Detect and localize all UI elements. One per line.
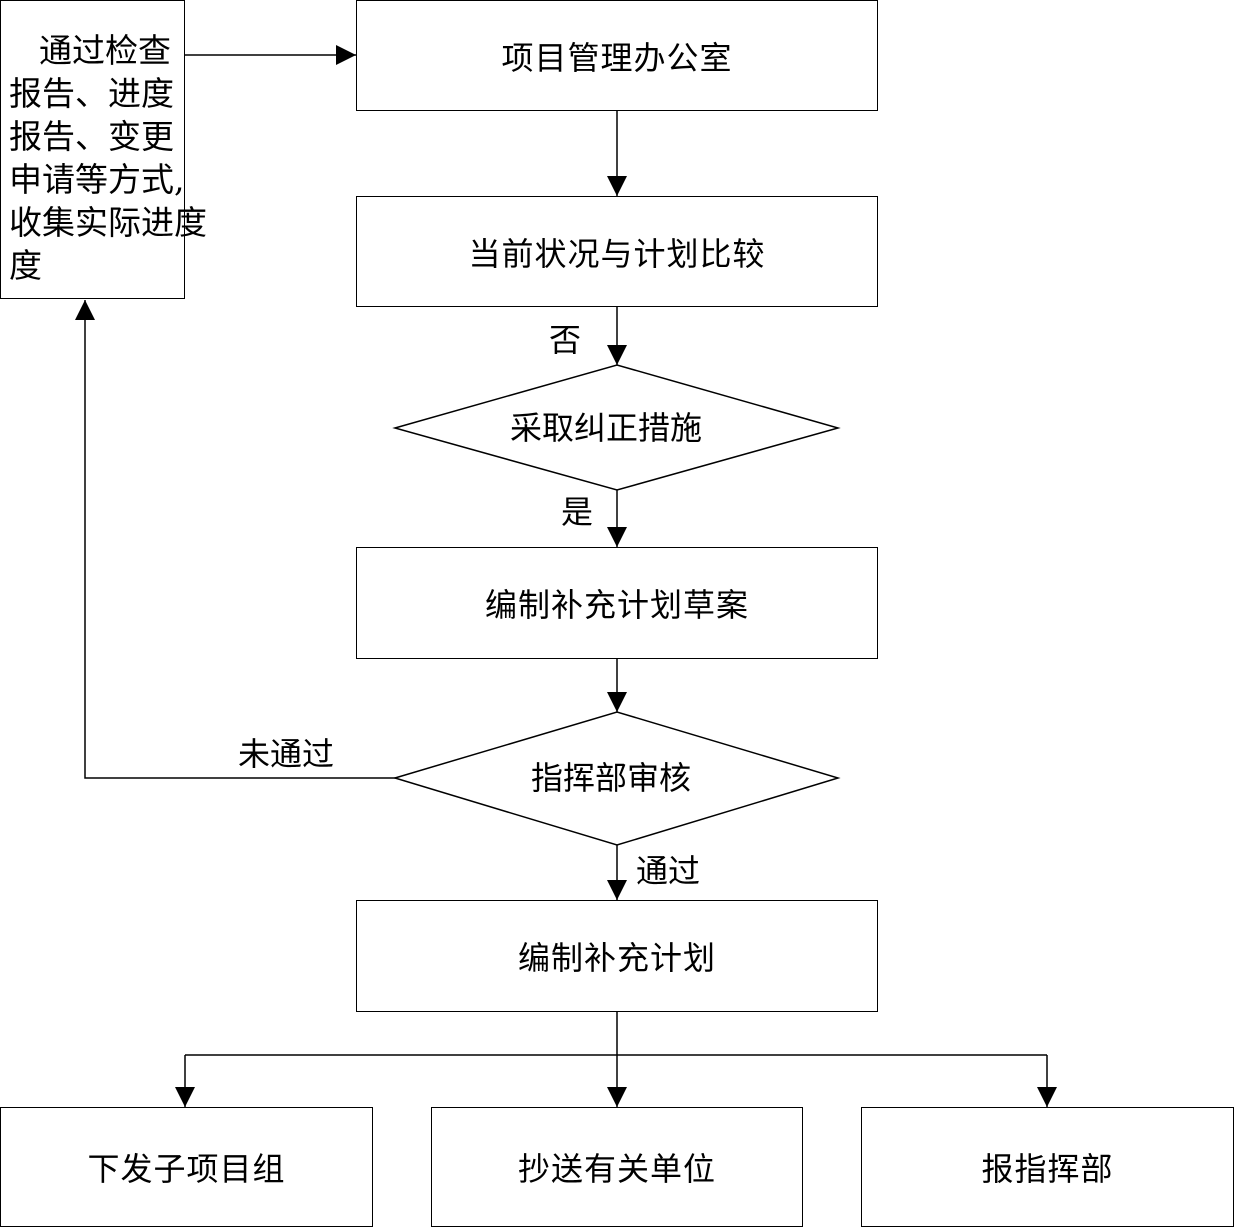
arrow-review-fail-loop <box>75 300 397 779</box>
collection-line-2: 报告、进度 <box>9 74 174 113</box>
output-box-subproject: 下发子项目组 <box>0 1107 373 1227</box>
collection-line-4: 申请等方式, <box>9 160 185 199</box>
edge-label-yes: 是 <box>561 493 594 531</box>
collection-line-3: 报告、变更 <box>9 117 174 156</box>
draft-label: 编制补充计划草案 <box>484 586 749 624</box>
output-label-headquarters: 报指挥部 <box>981 1150 1114 1188</box>
data-collection-box: 通过检查 报告、进度 报告、变更 申请等方式, 收集实际进度 度 <box>0 0 207 299</box>
plan-box: 编制补充计划 <box>356 900 878 1012</box>
output-label-subproject: 下发子项目组 <box>87 1150 286 1188</box>
corrective-diamond <box>392 364 841 491</box>
pmo-box: 项目管理办公室 <box>356 0 878 111</box>
pmo-label: 项目管理办公室 <box>501 38 733 77</box>
edge-label-fail: 未通过 <box>238 735 335 773</box>
compare-label: 当前状况与计划比较 <box>468 234 766 273</box>
review-label: 指挥部审核 <box>530 759 692 797</box>
output-box-headquarters: 报指挥部 <box>861 1107 1234 1227</box>
corrective-label: 采取纠正措施 <box>509 409 703 447</box>
draft-box: 编制补充计划草案 <box>356 547 878 659</box>
edge-label-pass: 通过 <box>636 852 701 890</box>
review-diamond <box>392 711 841 846</box>
output-box-cc-units: 抄送有关单位 <box>431 1107 803 1227</box>
edge-label-no: 否 <box>549 321 582 359</box>
compare-box: 当前状况与计划比较 <box>356 196 878 307</box>
plan-label: 编制补充计划 <box>517 939 716 977</box>
collection-line-6: 度 <box>9 246 42 285</box>
collection-line-5: 收集实际进度 <box>9 203 207 242</box>
output-label-cc-units: 抄送有关单位 <box>517 1150 716 1188</box>
collection-line-1: 通过检查 <box>39 31 171 70</box>
